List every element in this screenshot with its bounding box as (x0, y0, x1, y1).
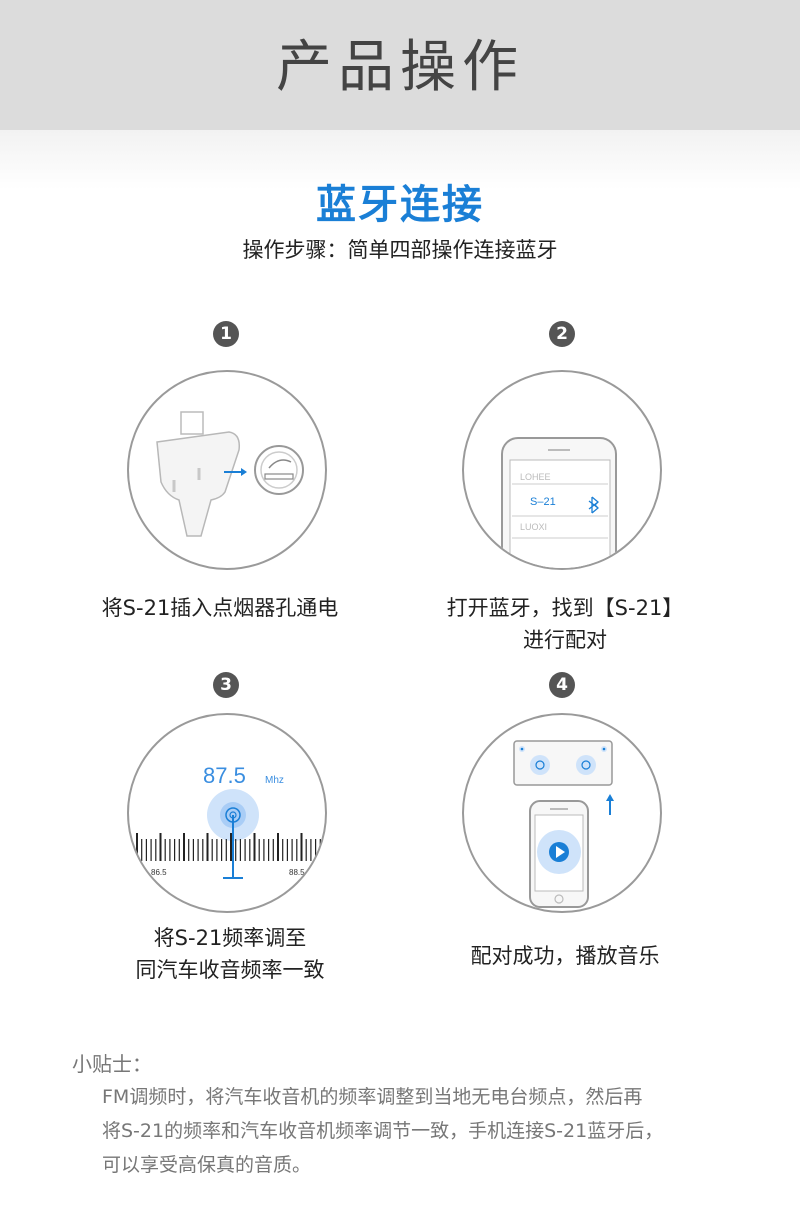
play-icon (537, 830, 581, 874)
phone-list-item-2: S–21 (530, 496, 556, 508)
frequency-value: 87.5 (203, 763, 246, 788)
header-banner: 产品操作 (0, 0, 800, 130)
step-1-illustration (127, 370, 327, 570)
step-number-3: 3 (213, 672, 239, 698)
caption-line: 进行配对 (523, 628, 607, 652)
speaker-icon (513, 740, 613, 786)
frequency-scale (136, 833, 321, 861)
step-2-caption: 打开蓝牙，找到【S-21】 进行配对 (420, 592, 710, 656)
scale-left-label: 86.5 (151, 868, 167, 877)
phone-icon (501, 437, 617, 568)
step-1-caption: 将S-21插入点烟器孔通电 (60, 592, 380, 624)
step-3-illustration: 87.5 Mhz 86.5 88.5 (127, 713, 327, 913)
scale-right-label: 88.5 (289, 868, 305, 877)
step-number-1: 1 (213, 321, 239, 347)
phone-list-item-3: LUOXI (520, 522, 547, 532)
arrow-up-icon (606, 794, 614, 815)
bluetooth-icon (588, 496, 599, 514)
page-title: 产品操作 (276, 35, 524, 100)
radio-dial-icon: 87.5 Mhz 86.5 88.5 (136, 763, 321, 879)
caption-line: 同汽车收音频率一致 (135, 958, 325, 982)
step-4-illustration (462, 713, 662, 913)
caption-line: 将S-21频率调至 (153, 926, 307, 950)
caption-line: 打开蓝牙，找到【S-21】 (446, 596, 684, 620)
tips-title: 小贴士： (72, 1052, 152, 1076)
tips-line-2: 将S-21的频率和汽车收音机频率调节一致，手机连接S-21蓝牙后， (102, 1120, 664, 1142)
section-title: 蓝牙连接 (316, 182, 484, 228)
arrow-right-icon (224, 468, 247, 476)
section-subtitle: 操作步骤：简单四部操作连接蓝牙 (242, 238, 558, 262)
phone-list-item-1: LOHEE (520, 472, 551, 482)
step-4-caption: 配对成功，播放音乐 (420, 940, 710, 972)
tips-line-1: FM调频时，将汽车收音机的频率调整到当地无电台频点，然后再 (102, 1086, 643, 1108)
caption-line: 配对成功，播放音乐 (470, 944, 660, 968)
cigarette-socket-icon (254, 445, 304, 495)
frequency-unit: Mhz (265, 775, 284, 786)
step-2-illustration: LOHEE S–21 LUOXI (462, 370, 662, 570)
step-number-2: 2 (549, 321, 575, 347)
step-number-4: 4 (549, 672, 575, 698)
header-fade (0, 130, 800, 190)
tips-line-3: 可以享受高保真的音质。 (102, 1154, 312, 1176)
step-3-caption: 将S-21频率调至 同汽车收音频率一致 (80, 922, 380, 986)
caption-line: 将S-21插入点烟器孔通电 (101, 596, 339, 620)
car-charger-icon (156, 411, 241, 537)
